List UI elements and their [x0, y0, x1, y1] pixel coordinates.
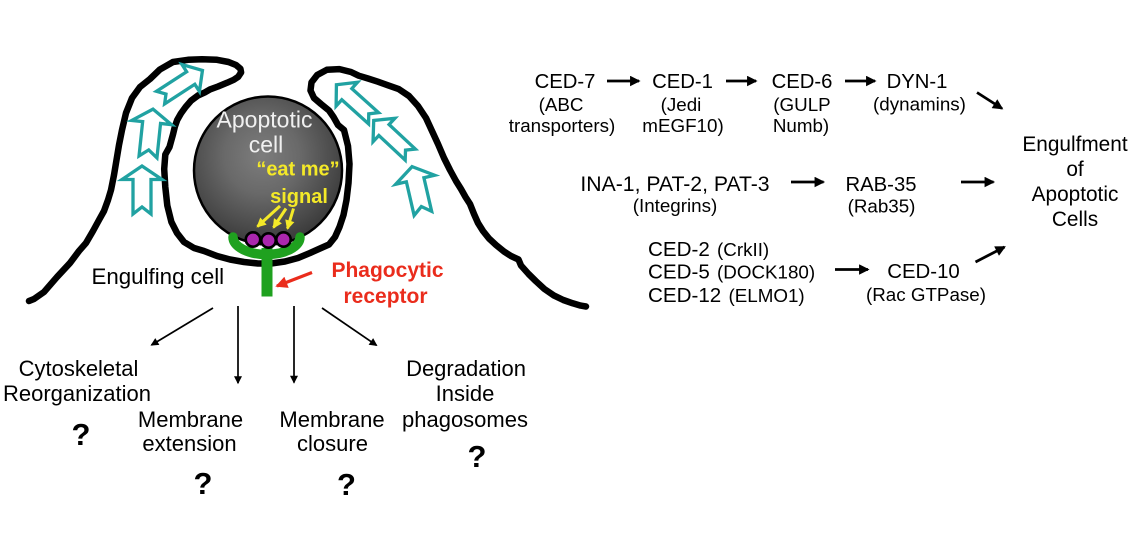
svg-text:(ABC: (ABC [539, 94, 584, 115]
svg-text:?: ? [337, 467, 356, 502]
svg-text:(Rab35): (Rab35) [848, 196, 916, 217]
svg-text:extension: extension [142, 431, 236, 456]
svg-text:(Jedi: (Jedi [661, 94, 702, 115]
svg-text:Cells: Cells [1052, 208, 1098, 231]
svg-text:transporters): transporters) [509, 115, 615, 136]
svg-text:Reorganization: Reorganization [3, 381, 151, 406]
svg-text:INA-1, PAT-2, PAT-3: INA-1, PAT-2, PAT-3 [580, 173, 769, 196]
svg-text:Degradation: Degradation [406, 356, 526, 381]
svg-text:Membrane: Membrane [138, 407, 243, 432]
svg-text:closure: closure [297, 431, 368, 456]
svg-text:CED-7: CED-7 [535, 71, 596, 93]
svg-text:Numb): Numb) [773, 115, 829, 136]
svg-text:mEGF10): mEGF10) [642, 115, 723, 136]
svg-text:CED-1: CED-1 [652, 71, 713, 93]
svg-text:Apoptotic: Apoptotic [217, 107, 313, 133]
svg-text:Inside: Inside [436, 381, 495, 406]
svg-text:Membrane: Membrane [279, 407, 384, 432]
svg-text:Engulfing cell: Engulfing cell [92, 264, 225, 289]
svg-text:(GULP: (GULP [773, 94, 830, 115]
svg-text:receptor: receptor [343, 285, 427, 308]
svg-text:of: of [1066, 158, 1084, 181]
svg-text:Cytoskeletal: Cytoskeletal [19, 356, 139, 381]
svg-text:RAB-35: RAB-35 [845, 174, 916, 196]
svg-text:DYN-1: DYN-1 [887, 71, 948, 93]
svg-text:?: ? [194, 466, 213, 501]
svg-text:Apoptotic: Apoptotic [1032, 183, 1119, 206]
svg-text:CED-2 (CrkII): CED-2 (CrkII) [648, 238, 769, 261]
svg-text:CED-12 (ELMO1): CED-12 (ELMO1) [648, 284, 805, 307]
svg-text:signal: signal [270, 186, 328, 208]
svg-text:CED-6: CED-6 [772, 71, 833, 93]
svg-text:Phagocytic: Phagocytic [331, 259, 443, 282]
svg-text:CED-5 (DOCK180): CED-5 (DOCK180) [648, 261, 815, 284]
svg-text:CED-10: CED-10 [887, 261, 960, 283]
svg-text:(dynamins): (dynamins) [873, 94, 966, 115]
svg-text:(Rac GTPase): (Rac GTPase) [866, 284, 986, 305]
svg-text:phagosomes: phagosomes [402, 407, 528, 432]
svg-text:cell: cell [249, 132, 284, 158]
svg-text:Engulfment: Engulfment [1022, 133, 1127, 156]
svg-text:“eat me”: “eat me” [256, 159, 339, 181]
svg-text:?: ? [72, 417, 91, 452]
svg-text:(Integrins): (Integrins) [633, 195, 718, 216]
svg-text:?: ? [468, 439, 487, 474]
